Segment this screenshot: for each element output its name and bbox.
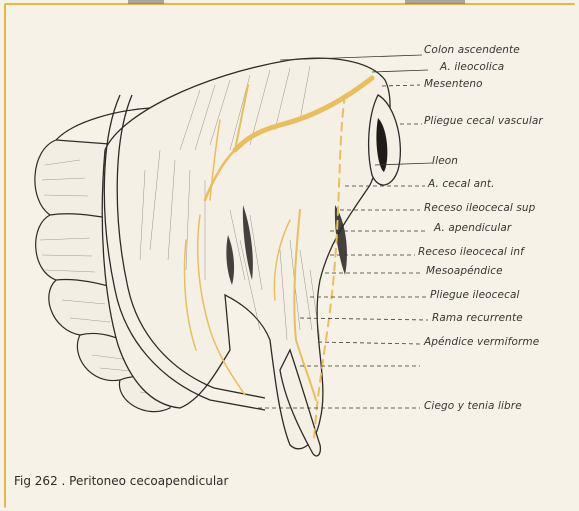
label-a-apendicular: A. apendicular: [434, 222, 511, 234]
label-ileon: Ileon: [432, 155, 458, 167]
label-pliegue-cecal-vascular: Pliegue cecal vascular: [424, 115, 543, 127]
label-a-cecal-ant: A. cecal ant.: [428, 178, 495, 190]
label-receso-ileocecal-inf: Receso ileocecal inf: [418, 246, 524, 258]
label-apendice-vermiforme: Apéndice vermiforme: [424, 336, 539, 348]
label-rama-recurrente: Rama recurrente: [432, 312, 523, 324]
label-a-ileocolica: A. ileocolica: [440, 61, 504, 73]
label-mesoapendice: Mesoapéndice: [426, 265, 503, 277]
label-pliegue-ileocecal: Pliegue ileocecal: [430, 289, 520, 301]
label-mesenteno: Mesenteno: [424, 78, 483, 90]
label-receso-ileocecal-sup: Receso ileocecal sup: [424, 202, 535, 214]
label-ciego-y-tenia-libre: Ciego y tenia libre: [424, 400, 522, 412]
ileum-opening: [369, 95, 401, 185]
figure-caption: Fig 262 . Peritoneo cecoapendicular: [14, 474, 228, 488]
label-colon-ascendente: Colon ascendente: [424, 44, 520, 56]
